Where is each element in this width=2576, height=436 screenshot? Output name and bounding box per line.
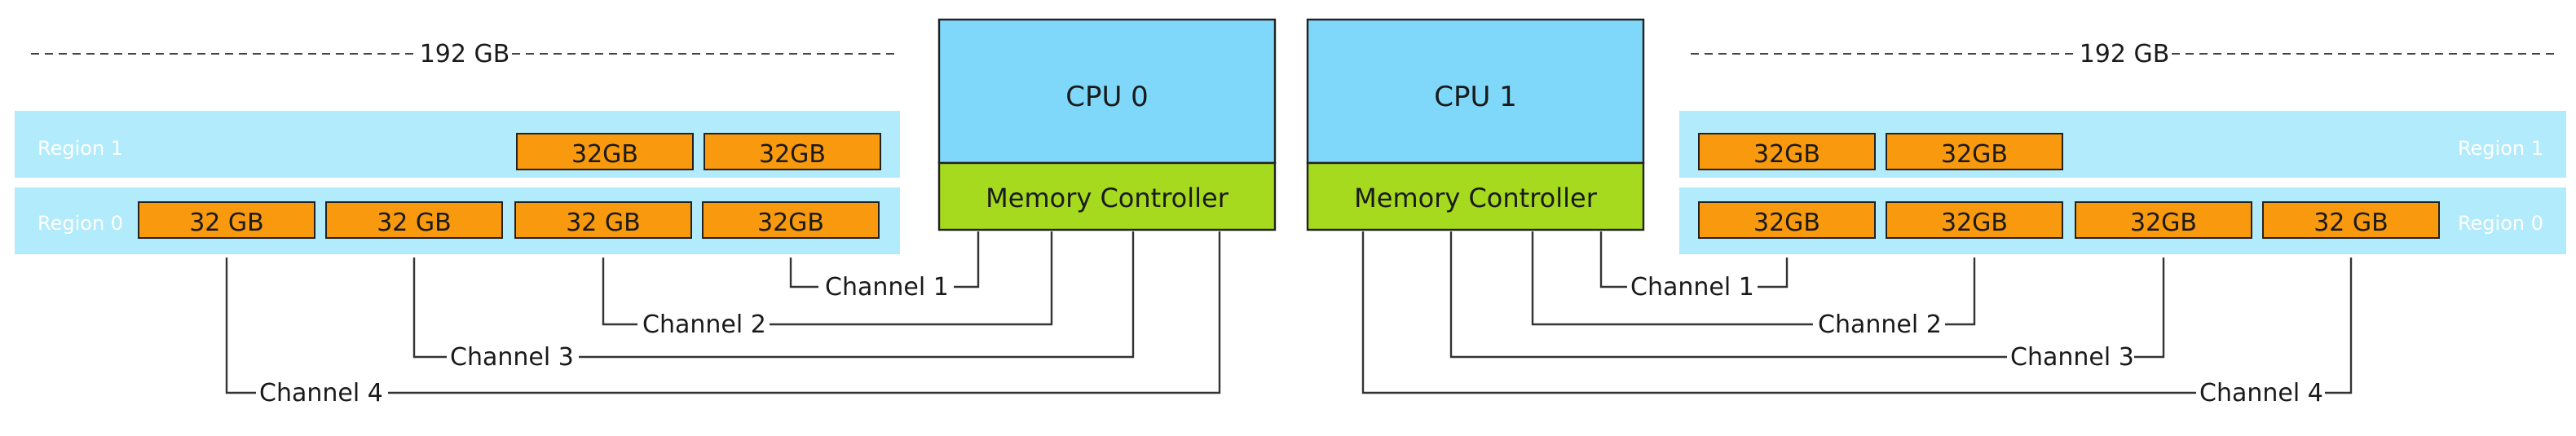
dimm-label: 32GB xyxy=(1941,209,2008,237)
right-channel-3-wire-dimm xyxy=(2134,258,2165,359)
right-channel-4-label: Channel 4 xyxy=(2199,379,2323,407)
cpu-1-box xyxy=(1306,18,1645,165)
right-region-0-label: Region 0 xyxy=(2458,212,2543,235)
left-region-0-dimm-4[interactable]: 32GB xyxy=(702,201,880,239)
right-region-1-dimm-1[interactable]: 32GB xyxy=(1698,133,1876,170)
right-region-0: Region 0 32GB 32GB 32GB 32 GB xyxy=(1679,187,2566,254)
memory-controller-1-box xyxy=(1306,161,1645,231)
right-channel-2-label: Channel 2 xyxy=(1818,310,1942,339)
left-total-size: 192 GB xyxy=(420,40,510,68)
left-region-1: Region 1 32GB 32GB xyxy=(15,111,900,178)
right-region-0-dimm-2[interactable]: 32GB xyxy=(1886,201,2063,239)
left-channel-4-wire-dimm xyxy=(225,258,256,394)
left-channel-3-label: Channel 3 xyxy=(450,343,574,372)
right-channel-2-wire-dimm xyxy=(1945,258,1976,326)
left-channel-1-wire-dimm xyxy=(789,258,818,288)
right-channel-4-wire-dimm xyxy=(2325,258,2353,394)
dimm-label: 32 GB xyxy=(566,209,641,237)
left-channel-3-wire-dimm xyxy=(412,258,447,359)
left-capacity-indicator: 192 GB xyxy=(31,40,897,68)
right-capacity-indicator: 192 GB xyxy=(1691,40,2560,68)
dimm-label: 32GB xyxy=(571,140,638,169)
left-channel-1-wire-mc xyxy=(954,231,980,288)
left-channel-1-label: Channel 1 xyxy=(825,273,949,302)
cpu-1[interactable]: CPU 1 Memory Controller xyxy=(1306,18,1645,231)
dimm-label: 32 GB xyxy=(2314,209,2389,237)
right-region-1-dimm-2[interactable]: 32GB xyxy=(1886,133,2063,170)
right-channel-4-wire-mc xyxy=(1361,231,2196,394)
left-channel-3-wire-mc xyxy=(579,231,1135,359)
right-region-0-dimm-4[interactable]: 32 GB xyxy=(2262,201,2440,239)
dimm-label: 32GB xyxy=(759,140,826,169)
dimm-label: 32 GB xyxy=(189,209,264,237)
right-channel-1-label: Channel 1 xyxy=(1630,273,1754,302)
memory-controller-1-label: Memory Controller xyxy=(1354,183,1598,214)
right-region-0-dimm-1[interactable]: 32GB xyxy=(1698,201,1876,239)
memory-controller-0-box xyxy=(937,161,1277,231)
dimm-label: 32 GB xyxy=(377,209,452,237)
left-region-0-dimm-1[interactable]: 32 GB xyxy=(138,201,315,239)
right-region-0-dimm-3[interactable]: 32GB xyxy=(2075,201,2252,239)
right-channel-1-wire-dimm xyxy=(1758,258,1789,288)
left-channel-4-label: Channel 4 xyxy=(259,379,383,407)
left-region-1-dimm-2[interactable]: 32GB xyxy=(704,133,881,170)
left-channel-4-wire-mc xyxy=(388,231,1221,394)
dimm-label: 32GB xyxy=(1753,140,1820,169)
dimm-label: 32GB xyxy=(1753,209,1820,237)
right-channel-wires: Channel 1 Channel 2 Channel 3 Channel 4 xyxy=(1361,231,2353,407)
left-region-0: Region 0 32 GB 32 GB 32 GB 32GB xyxy=(15,187,900,254)
left-channel-2-wire-dimm xyxy=(602,258,637,326)
right-channel-2-wire-mc xyxy=(1531,231,1813,326)
left-channel-2-label: Channel 2 xyxy=(642,310,766,339)
left-region-1-label: Region 1 xyxy=(37,137,123,160)
dimm-label: 32GB xyxy=(757,209,824,237)
right-channel-3-label: Channel 3 xyxy=(2010,343,2134,372)
cpu-1-label: CPU 1 xyxy=(1434,81,1517,113)
cpu-0-box xyxy=(937,18,1277,165)
right-channel-3-wire-mc xyxy=(1449,231,2007,359)
memory-controller-0-label: Memory Controller xyxy=(986,183,1229,214)
right-channel-1-wire-mc xyxy=(1599,231,1627,288)
left-region-0-dimm-3[interactable]: 32 GB xyxy=(514,201,692,239)
right-region-1: Region 1 32GB 32GB xyxy=(1679,111,2566,178)
left-channel-2-wire-mc xyxy=(770,231,1053,326)
cpu-0[interactable]: CPU 0 Memory Controller xyxy=(937,18,1277,231)
left-region-0-dimm-2[interactable]: 32 GB xyxy=(325,201,503,239)
left-region-0-label: Region 0 xyxy=(37,212,123,235)
cpu-0-label: CPU 0 xyxy=(1065,81,1149,113)
dimm-label: 32GB xyxy=(2130,209,2197,237)
right-total-size: 192 GB xyxy=(2080,40,2170,68)
left-region-1-dimm-1[interactable]: 32GB xyxy=(516,133,694,170)
right-region-1-label: Region 1 xyxy=(2458,137,2543,160)
left-channel-wires: Channel 1 Channel 2 Channel 3 Channel 4 xyxy=(225,231,1221,407)
dimm-label: 32GB xyxy=(1941,140,2008,169)
